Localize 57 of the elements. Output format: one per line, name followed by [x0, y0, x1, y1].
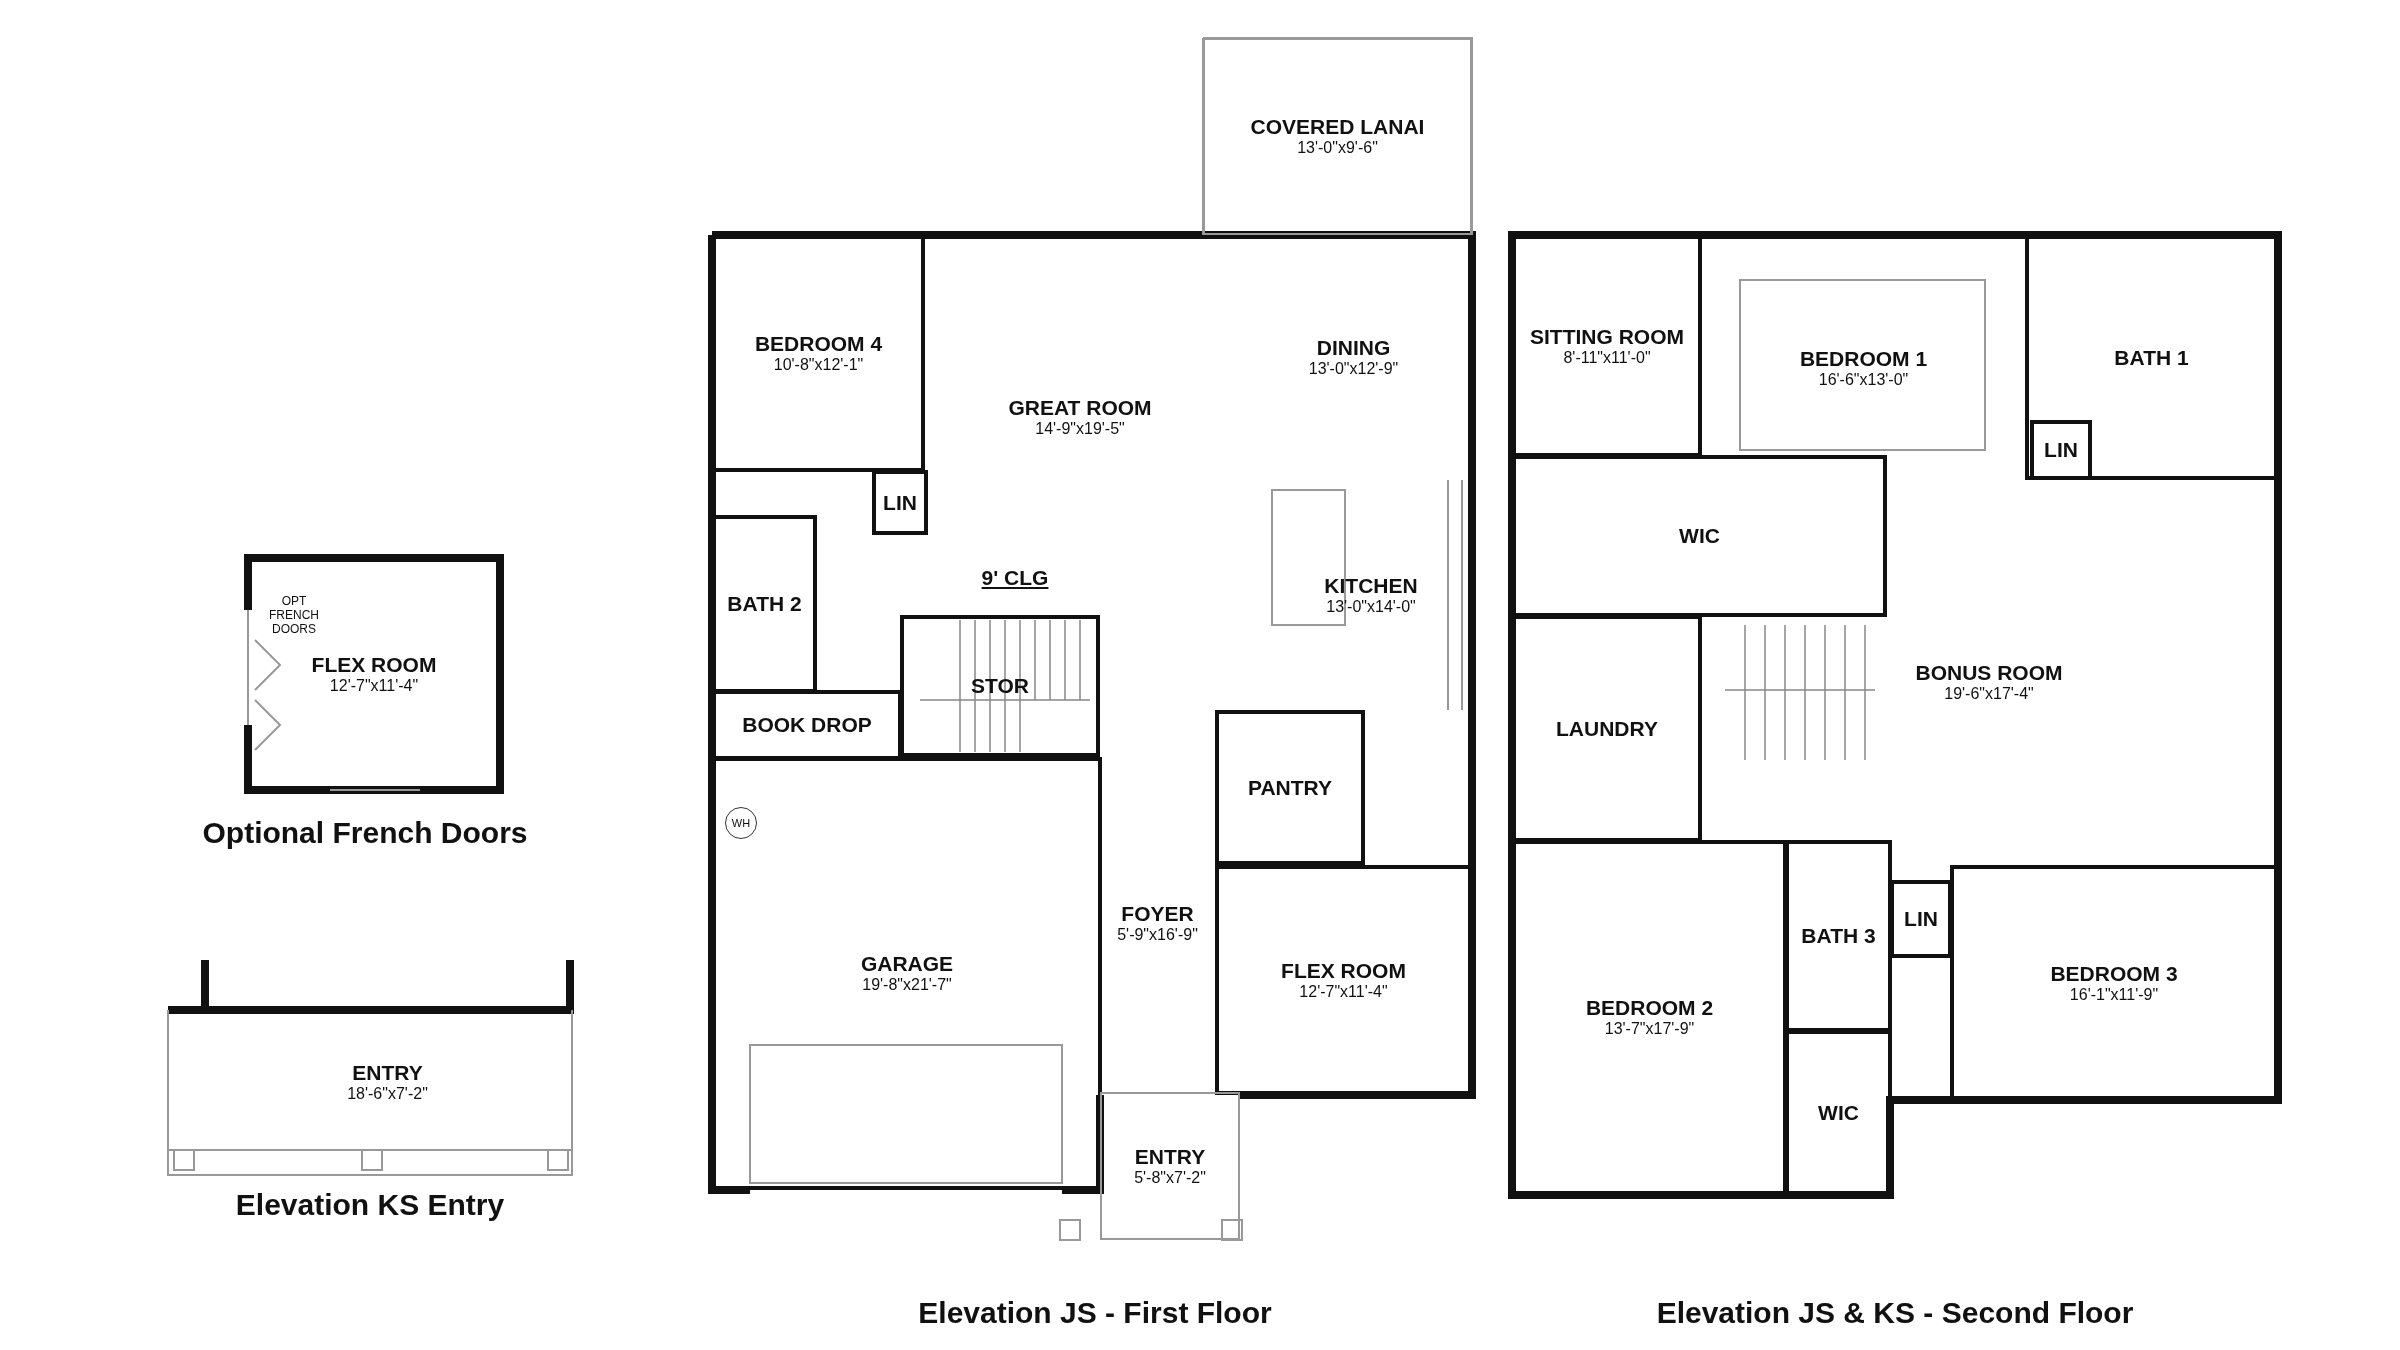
room-area [900, 615, 1100, 757]
room-dimensions: 14'-9"x19'-5" [1035, 419, 1125, 439]
room-dimensions: 12'-7"x11'-4" [329, 675, 419, 696]
room-name: BEDROOM 1 [1799, 347, 1928, 371]
room-dimensions: 5'-9"x16'-9" [1117, 925, 1198, 945]
plan-caption: Optional French Doors [201, 816, 529, 850]
room-name: FLEX ROOM [311, 652, 437, 676]
room-name: PANTRY [1248, 775, 1332, 800]
room-area [1100, 1092, 1240, 1240]
room-name: BATH 2 [727, 592, 802, 616]
room-name: LIN [883, 490, 917, 515]
room-dimensions: 5'-8"x7'-2" [1134, 1167, 1206, 1188]
ceiling-height-label: 9' CLG [980, 566, 1050, 590]
room-name: BATH 3 [1801, 924, 1876, 948]
room-name: LAUNDRY [1556, 716, 1658, 741]
room-dimensions: 16'-1"x11'-9" [2069, 985, 2159, 1005]
room-dimensions: 13'-0"x12'-9" [1308, 359, 1399, 379]
room-area [872, 470, 928, 535]
room-name: DINING [1316, 336, 1391, 360]
room-name: LIN [1904, 907, 1938, 931]
room-name: STOR [971, 674, 1029, 698]
plan-caption: Elevation JS & KS - Second Floor [1655, 1296, 2135, 1330]
room-name: BOOK DROP [742, 713, 872, 737]
room-dimensions: 8'-11"x11'-0" [1563, 347, 1651, 368]
room-name: WIC [1679, 524, 1720, 548]
room-name: GARAGE [860, 952, 954, 976]
opt-note: OPT FRENCH DOORS [268, 594, 320, 636]
room-area [1215, 710, 1365, 865]
room-dimensions: 16'-6"x13'-0" [1818, 370, 1909, 390]
room-name: FOYER [1121, 902, 1194, 926]
room-name: KITCHEN [1324, 573, 1418, 597]
room-name: WIC [1818, 1100, 1859, 1125]
room-name: FLEX ROOM [1281, 958, 1406, 982]
room-name: GREAT ROOM [1008, 396, 1152, 420]
room-dimensions: 13'-0"x14'-0" [1326, 596, 1416, 617]
room-name: ENTRY [1134, 1144, 1206, 1168]
room-name: COVERED LANAI [1250, 115, 1425, 139]
room-name: BEDROOM 4 [754, 332, 883, 356]
room-name: ENTRY [352, 1060, 423, 1084]
room-dimensions: 12'-7"x11'-4" [1299, 981, 1388, 1002]
room-dimensions: 19'-6"x17'-4" [1944, 684, 2034, 704]
room-dimensions: 10'-8"x12'-1" [773, 355, 864, 375]
room-dimensions: 13'-7"x17'-9" [1604, 1019, 1695, 1039]
room-name: BATH 1 [2114, 345, 2189, 370]
room-dimensions: 19'-8"x21'-7" [862, 975, 952, 995]
room-area [1890, 880, 1952, 958]
room-name: SITTING ROOM [1530, 324, 1684, 348]
room-area [1785, 840, 1892, 1032]
plan-caption: Elevation JS - First Floor [917, 1296, 1273, 1330]
plan-caption: Elevation KS Entry [234, 1188, 506, 1222]
room-dimensions: 13'-0"x9'-6" [1297, 138, 1378, 158]
room-name: BEDROOM 2 [1585, 996, 1714, 1020]
room-dimensions: 18'-6"x7'-2" [347, 1083, 428, 1104]
room-name: BONUS ROOM [1915, 661, 2063, 685]
room-area [1203, 38, 1472, 235]
room-name: LIN [2044, 438, 2078, 462]
room-name: BEDROOM 3 [2050, 962, 2178, 986]
